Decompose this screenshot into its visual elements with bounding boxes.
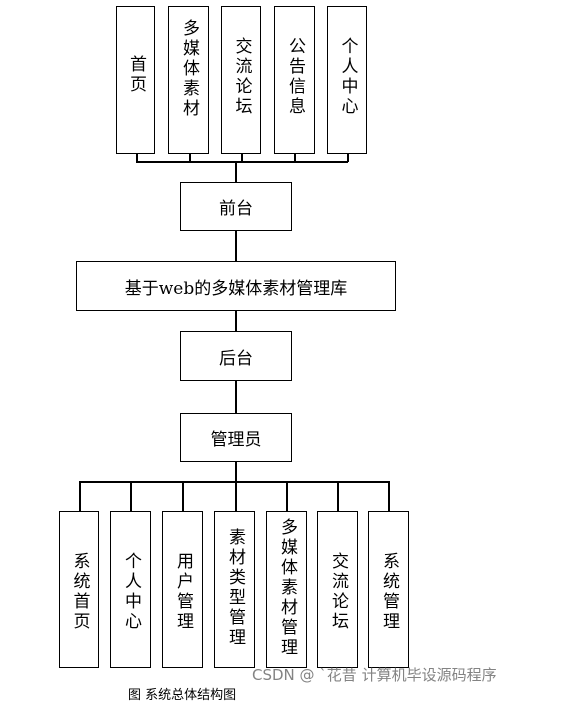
connector-line: [337, 481, 339, 512]
connector-line: [136, 154, 138, 162]
system-box: 基于web的多媒体素材管理库: [76, 261, 396, 311]
frontend-module-label: 交流论坛: [231, 37, 252, 117]
admin-module-label: 个人中心: [121, 552, 141, 632]
admin-module-box-6: 交流论坛: [317, 511, 358, 668]
watermark: CSDN @ `花昔 计算机毕设源码程序: [252, 666, 497, 684]
admin-module-box-5: 多媒体素材管理: [266, 511, 307, 668]
connector-line: [136, 161, 348, 163]
admin-module-box-7: 系统管理: [368, 511, 409, 668]
admin-module-box-2: 个人中心: [110, 511, 151, 668]
frontend-label: 前台: [219, 199, 253, 219]
admin-module-label: 系统管理: [379, 552, 399, 632]
frontend-module-box-4: 公告信息: [274, 6, 315, 154]
connector-line: [182, 481, 184, 512]
connector-line: [235, 311, 237, 332]
admin-module-label: 多媒体素材管理: [277, 518, 297, 658]
frontend-module-box-2: 多媒体素材: [168, 6, 209, 154]
connector-line: [235, 381, 237, 414]
connector-line: [189, 154, 191, 162]
connector-line: [79, 481, 389, 483]
frontend-module-label: 公告信息: [285, 37, 305, 117]
system-label: 基于web的多媒体素材管理库: [124, 278, 348, 299]
figure-caption: 图 系统总体结构图: [128, 688, 237, 703]
backend-box: 后台: [180, 331, 292, 381]
frontend-module-box-5: 个人中心: [327, 6, 367, 154]
admin-module-box-4: 素材类型管理: [214, 511, 255, 668]
admin-module-box-3: 用户管理: [162, 511, 203, 668]
backend-label: 后台: [219, 348, 253, 369]
connector-line: [235, 161, 237, 183]
frontend-module-label: 首页: [126, 55, 146, 95]
connector-line: [235, 462, 237, 482]
admin-module-label: 系统首页: [69, 552, 90, 632]
connector-line: [130, 481, 132, 512]
admin-module-label: 交流论坛: [328, 552, 348, 632]
connector-line: [241, 154, 243, 162]
connector-line: [347, 154, 349, 162]
connector-line: [235, 481, 237, 512]
connector-line: [79, 481, 81, 512]
frontend-module-box-3: 交流论坛: [221, 6, 261, 154]
admin-module-label: 素材类型管理: [225, 528, 245, 648]
admin-box: 管理员: [180, 413, 292, 462]
frontend-module-label: 个人中心: [337, 37, 358, 117]
frontend-module-box-1: 首页: [116, 6, 155, 154]
frontend-box: 前台: [180, 182, 292, 231]
frontend-module-label: 多媒体素材: [179, 19, 199, 119]
connector-line: [388, 481, 390, 512]
connector-line: [294, 154, 296, 162]
connector-line: [235, 231, 237, 262]
admin-label: 管理员: [210, 430, 262, 450]
admin-module-label: 用户管理: [173, 552, 193, 632]
connector-line: [286, 481, 288, 512]
admin-module-box-1: 系统首页: [59, 511, 99, 668]
